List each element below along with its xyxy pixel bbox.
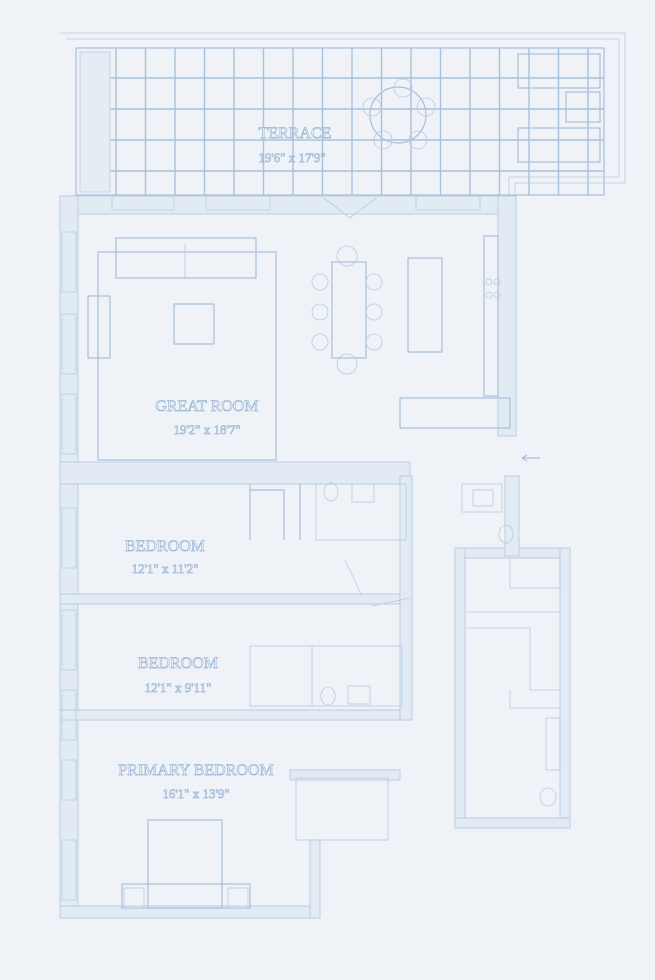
arrow-left-icon (521, 454, 540, 462)
sink-icon (472, 489, 494, 507)
toilet-icon (323, 482, 339, 502)
service-rooms (461, 483, 561, 807)
lounge-chair (517, 127, 601, 163)
side-table (565, 91, 601, 123)
bedroom-2-label: BEDROOM (138, 655, 218, 672)
terrace-dims: 19'6" x 17'9" (258, 150, 325, 165)
terrace-label: TERRACE (259, 125, 332, 142)
bedroom-1-dims: 12'1" x 11'2" (132, 561, 199, 576)
bed (147, 819, 223, 909)
primary-bedroom-label: PRIMARY BEDROOM (118, 762, 273, 779)
rug (97, 251, 277, 461)
primary-bedroom-dims: 16'1" x 13'9" (162, 786, 229, 801)
great-room-dims: 19'2" x 18'7" (173, 422, 240, 437)
dining-table (331, 261, 367, 359)
lounge-chair (517, 53, 601, 89)
bedroom-2-dims: 12'1" x 9'11" (145, 680, 212, 695)
toilet-icon (320, 686, 336, 706)
toilet-icon (539, 787, 557, 807)
great-room: GREAT ROOM 19'2" x 18'7" (87, 235, 540, 462)
kitchen-island (407, 257, 443, 353)
primary-bedroom: PRIMARY BEDROOM 16'1" x 13'9" (118, 762, 389, 909)
terrace-tiles (110, 48, 604, 195)
bedroom-1: BEDROOM 12'1" x 11'2" (125, 482, 411, 607)
great-room-label: GREAT ROOM (155, 398, 258, 415)
kitchen-counter (399, 397, 511, 429)
round-table (362, 78, 436, 150)
sink-icon (351, 483, 375, 503)
console (87, 295, 111, 359)
cooktop-icon (485, 278, 501, 299)
bedroom-2: BEDROOM 12'1" x 9'11" (138, 645, 403, 707)
sofa (115, 237, 257, 279)
kitchen-counter (483, 235, 499, 397)
toilet-icon (498, 524, 514, 544)
bedroom-1-label: BEDROOM (125, 538, 205, 555)
terrace: TERRACE 19'6" x 17'9" (60, 32, 626, 197)
coffee-table (173, 303, 215, 345)
sink-icon (347, 685, 371, 705)
walls (59, 195, 571, 919)
planter (79, 51, 111, 193)
